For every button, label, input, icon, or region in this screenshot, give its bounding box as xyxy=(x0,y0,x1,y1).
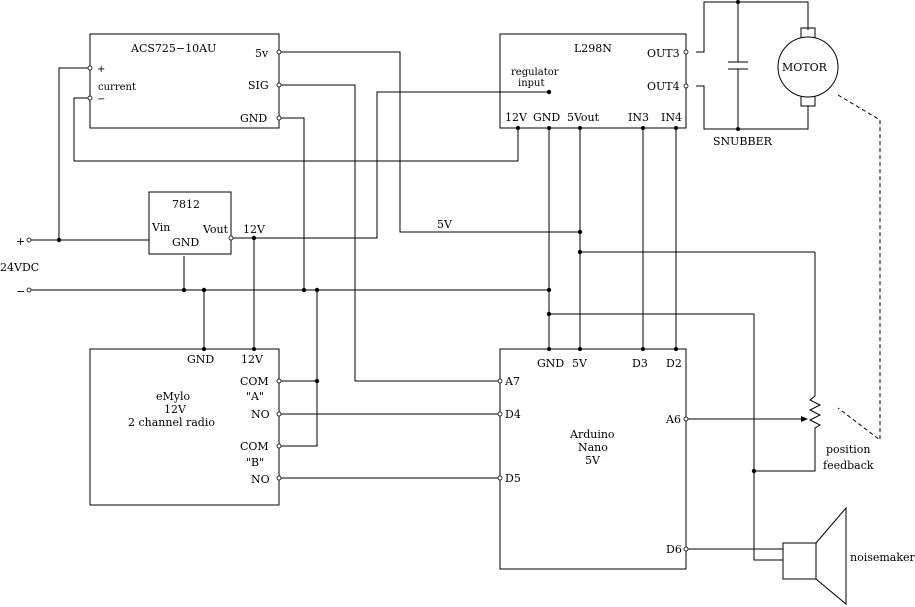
emylo-com-a: COM xyxy=(240,375,269,388)
l298n-pin-in3: IN3 xyxy=(628,111,649,124)
acs-title: ACS725−10AU xyxy=(130,42,216,55)
regulator-vin: Vin xyxy=(151,221,170,234)
regulator-gnd: GND xyxy=(172,236,199,249)
emylo-channel-b: "B" xyxy=(246,456,264,469)
acs-pin-gnd: GND xyxy=(240,112,267,125)
l298n-reg-line2: input xyxy=(518,78,545,89)
arduino-line3: 5V xyxy=(585,454,601,467)
arduino-nano-box[interactable] xyxy=(499,348,687,570)
arduino-pin-gnd: GND xyxy=(537,357,564,370)
emylo-line2: 12V xyxy=(164,403,187,416)
acs-plus: + xyxy=(97,64,105,75)
arduino-pin-d4: D4 xyxy=(505,408,521,421)
regulator-12v-label: 12V xyxy=(243,223,266,236)
feedback-line2: feedback xyxy=(823,459,874,472)
potentiometer-icon[interactable] xyxy=(688,252,822,472)
arduino-pin-d6: D6 xyxy=(666,543,682,556)
motor-symbol[interactable] xyxy=(777,36,839,98)
emylo-pin-12v: 12V xyxy=(241,353,264,366)
mechanical-link xyxy=(837,94,881,442)
arduino-pin-a7: A7 xyxy=(504,375,520,388)
emylo-line3: 2 channel radio xyxy=(128,416,215,429)
regulator-7812-box[interactable] xyxy=(148,191,232,255)
supply-minus: − xyxy=(16,285,25,298)
emylo-no-a: NO xyxy=(251,408,270,421)
acs-pin-5v: 5v xyxy=(255,47,269,60)
bus-5v-label: 5V xyxy=(437,218,453,231)
l298n-out4: OUT4 xyxy=(647,80,680,93)
l298n-pin-in4: IN4 xyxy=(661,111,682,124)
acs-minus: − xyxy=(97,94,105,105)
arduino-line2: Nano xyxy=(578,441,608,454)
motor-label: MOTOR xyxy=(782,61,828,74)
motor-snubber-group xyxy=(696,0,839,131)
speaker-icon[interactable] xyxy=(782,506,847,606)
arduino-pin-d5: D5 xyxy=(505,472,521,485)
l298n-box[interactable] xyxy=(499,33,687,129)
emylo-pin-gnd: GND xyxy=(187,353,214,366)
arduino-line1: Arduino xyxy=(569,428,615,441)
emylo-line1: eMylo xyxy=(156,390,191,403)
emylo-channel-a: "A" xyxy=(246,390,264,403)
arduino-pin-5v: 5V xyxy=(572,357,588,370)
regulator-vout: Vout xyxy=(202,223,229,236)
acs-pin-sig: SIG xyxy=(248,79,269,92)
acs725-box[interactable] xyxy=(89,33,280,129)
junction-dots xyxy=(56,89,757,474)
snubber-label: SNUBBER xyxy=(713,135,773,148)
l298n-reg-line1: regulator xyxy=(511,67,559,78)
supply-label: 24VDC xyxy=(0,261,39,274)
arduino-pin-a6: A6 xyxy=(665,413,681,426)
wires xyxy=(31,51,815,561)
supply-plus: + xyxy=(16,235,25,248)
emylo-radio-box[interactable] xyxy=(89,348,280,506)
pin-terminals xyxy=(26,49,689,552)
acs-current: current xyxy=(98,82,136,93)
l298n-out3: OUT3 xyxy=(647,47,680,60)
l298n-pin-5vout: 5Vout xyxy=(567,111,600,124)
l298n-pin-12v: 12V xyxy=(505,111,528,124)
emylo-com-b: COM xyxy=(240,440,269,453)
arduino-pin-d2: D2 xyxy=(666,357,682,370)
l298n-title: L298N xyxy=(574,42,612,55)
arduino-pin-d3: D3 xyxy=(632,357,648,370)
speaker-label: noisemaker xyxy=(850,551,915,564)
regulator-title: 7812 xyxy=(172,198,200,211)
feedback-line1: position xyxy=(826,443,870,456)
emylo-no-b: NO xyxy=(251,473,270,486)
l298n-pin-gnd: GND xyxy=(533,111,560,124)
